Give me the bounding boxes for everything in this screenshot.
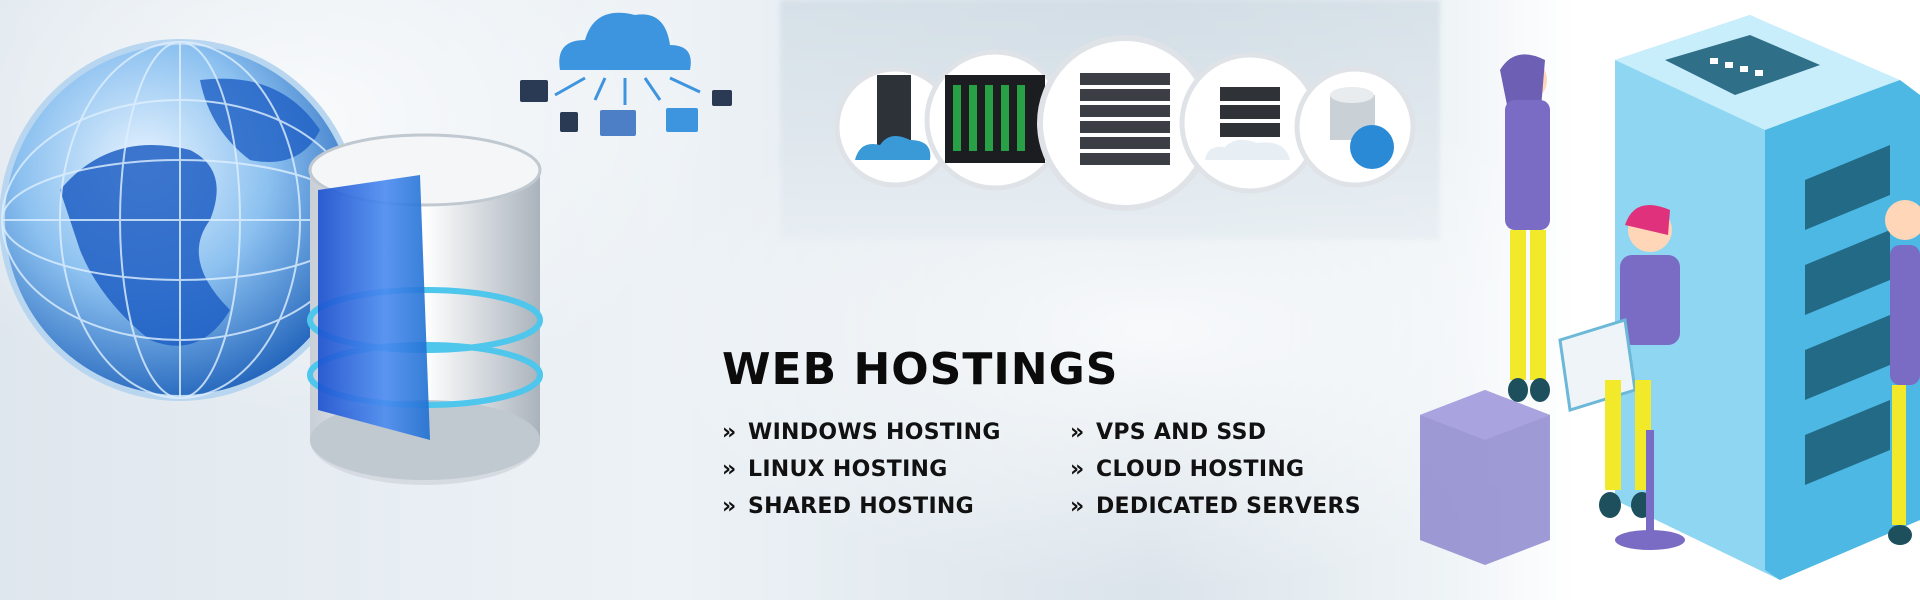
list-item: » VPS AND SSD [1070,414,1361,451]
database-icon [307,133,543,485]
cloud-servers-icon [1179,52,1321,194]
small-server-stack-icon [1420,390,1550,565]
list-item: » LINUX HOSTING [722,451,1001,488]
list-item: » WINDOWS HOSTING [722,414,1001,451]
isometric-server-icon [1615,15,1920,580]
service-label-shared-hosting: SHARED HOSTING [748,494,974,519]
isometric-server-team-illustration [1420,15,1920,580]
service-label-cloud-hosting: CLOUD HOSTING [1096,457,1305,482]
person-sitting-laptop-icon [1558,205,1685,550]
server-circles-illustration [835,35,1416,211]
list-item: » SHARED HOSTING [722,488,1001,525]
cloud-icon [559,12,691,70]
database-globe-icon [1294,66,1416,188]
double-chevron-right-icon: » [1070,494,1085,519]
page-title: WEB HOSTINGS [722,344,1119,395]
services-list-left: » WINDOWS HOSTING » LINUX HOSTING » SHAR… [722,414,1001,525]
globe-database-illustration [0,39,543,485]
double-chevron-right-icon: » [1070,420,1085,445]
double-chevron-right-icon: » [722,420,737,445]
double-chevron-right-icon: » [1070,457,1085,482]
service-label-dedicated-servers: DEDICATED SERVERS [1096,494,1361,519]
person-standing-icon [1500,54,1550,402]
server-rack-icon [924,49,1066,191]
server-stack-icon [1037,35,1213,211]
globe-icon [0,39,361,401]
service-label-windows-hosting: WINDOWS HOSTING [748,420,1001,445]
service-label-vps-and-ssd: VPS AND SSD [1096,420,1267,445]
connection-arrows-icon [554,76,701,105]
double-chevron-right-icon: » [722,494,737,519]
list-item: » CLOUD HOSTING [1070,451,1361,488]
service-label-linux-hosting: LINUX HOSTING [748,457,948,482]
devices-icon [520,80,732,136]
list-item: » DEDICATED SERVERS [1070,488,1361,525]
services-list-right: » VPS AND SSD » CLOUD HOSTING » DEDICATE… [1070,414,1361,525]
person-pointing-icon [1885,200,1920,545]
double-chevron-right-icon: » [722,457,737,482]
cloud-server-icon [835,66,956,188]
cloud-network-illustration [520,12,732,136]
